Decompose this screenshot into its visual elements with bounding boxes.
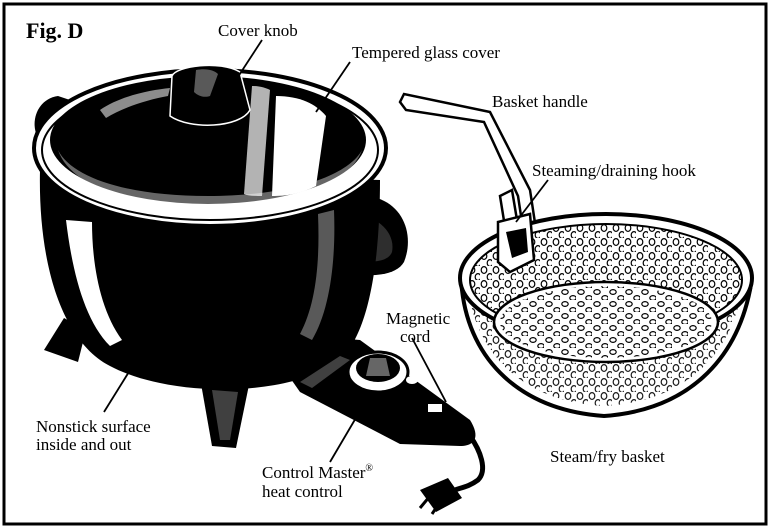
label-basket-handle: Basket handle — [492, 92, 588, 111]
label-control-line2: heat control — [262, 482, 343, 501]
cover-knob — [169, 64, 251, 126]
heat-control — [286, 338, 485, 515]
label-magnetic-line2: cord — [400, 327, 431, 346]
label-glass-cover: Tempered glass cover — [352, 43, 500, 62]
pot-body — [39, 170, 381, 390]
figure-title: Fig. D — [26, 18, 83, 43]
leader-lines — [103, 39, 549, 463]
label-hook: Steaming/draining hook — [532, 161, 696, 180]
label-cover-knob: Cover knob — [218, 21, 298, 40]
label-magnetic-line1: Magnetic — [386, 309, 451, 328]
wall-plug — [420, 478, 462, 512]
label-control-text: Control Master — [262, 463, 366, 482]
cooker-pot — [32, 64, 408, 448]
label-nonstick-line1: Nonstick surface — [36, 417, 151, 436]
label-control-sup: ® — [365, 463, 373, 474]
label-control-line1: Control Master® — [262, 463, 373, 482]
basket-floor-holes — [500, 286, 712, 358]
label-nonstick-line2: inside and out — [36, 435, 132, 454]
pot-leg-front — [200, 378, 250, 448]
label-basket: Steam/fry basket — [550, 447, 665, 466]
steam-fry-basket — [398, 92, 754, 419]
